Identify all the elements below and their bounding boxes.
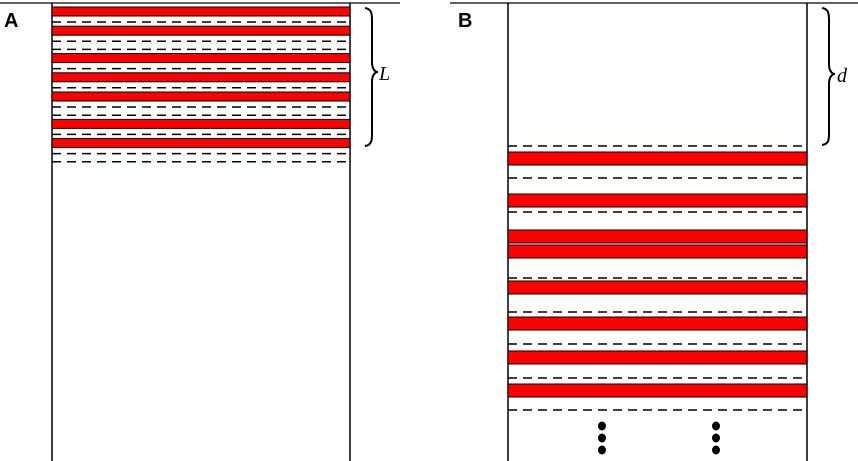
solid-layer [507,383,808,398]
solid-layer [51,91,351,102]
panel-a-layer-stack [51,6,351,163]
solid-layer [51,138,351,149]
panel-a-letter: A [4,10,18,32]
panel-b-continuation-dots [598,421,720,455]
panel-b: d B [450,2,858,461]
solid-layer [51,25,351,36]
solid-layer [51,118,351,129]
panel-b-layer-stack [507,145,808,411]
panel-a-length-label: L [378,63,390,85]
solid-layer [507,151,808,166]
solid-layer [51,6,351,17]
solid-layer [507,193,808,208]
solid-layer [507,244,808,259]
panel-b-distance-brace [821,7,836,146]
solid-layer [51,72,351,83]
solid-layer [51,53,351,64]
panel-a: L A [0,2,400,461]
solid-layer [507,280,808,295]
panel-a-length-brace [364,7,379,147]
continuation-dots-left [598,421,606,455]
continuation-dots-right [712,421,720,455]
solid-layer [507,316,808,331]
panel-b-letter: B [458,10,472,32]
solid-layer [507,229,808,244]
panel-b-distance-label: d [837,65,848,87]
solid-layer [507,350,808,365]
